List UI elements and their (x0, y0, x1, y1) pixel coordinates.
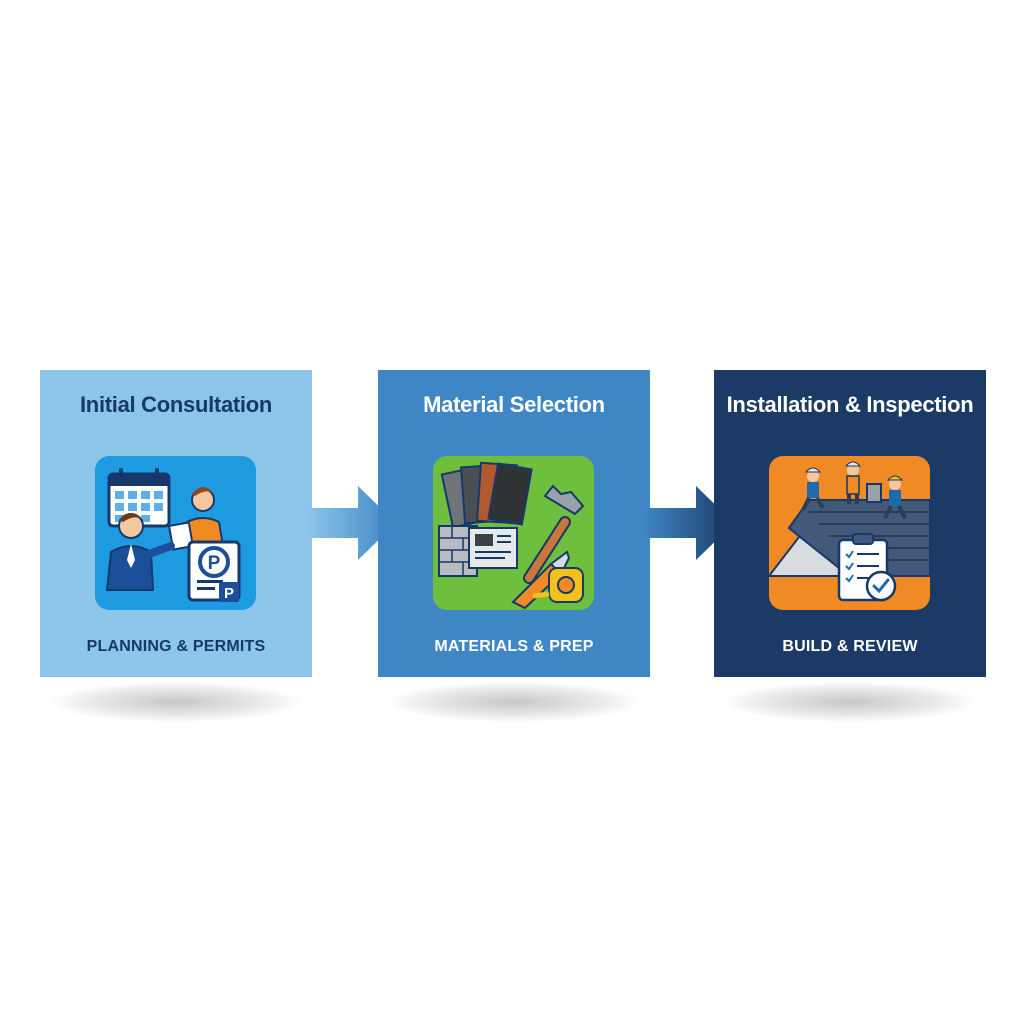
step-panel-installation: Installation & Inspection (714, 370, 986, 677)
roofer-worker-icon (844, 461, 862, 504)
flow-arrow-right-icon (306, 486, 396, 560)
step-title: Installation & Inspection (726, 392, 974, 417)
roof-installation-illustration (769, 456, 930, 610)
roofer-worker-icon (883, 475, 907, 519)
svg-text:P: P (208, 553, 221, 574)
inspection-clipboard-icon (837, 533, 897, 602)
client-person-icon (105, 513, 175, 591)
step-caption: MATERIALS & PREP (434, 638, 594, 655)
materials-tools-illustration (433, 456, 594, 610)
panel-shadow (51, 682, 301, 722)
step-caption: BUILD & REVIEW (782, 638, 918, 655)
consultation-illustration: P P (95, 456, 256, 610)
tape-measure-icon (532, 567, 584, 603)
svg-text:P: P (224, 585, 234, 602)
step-title: Initial Consultation (80, 392, 272, 417)
step-title: Material Selection (423, 392, 605, 417)
material-swatches-icon (440, 461, 533, 529)
step-panel-materials: Material Selection (378, 370, 650, 677)
roofer-worker-icon (801, 467, 825, 511)
consultant-person-icon (167, 487, 225, 551)
catalog-brochure-icon (468, 527, 518, 569)
step-caption: PLANNING & PERMITS (86, 638, 266, 655)
parking-permit-icon: P P (187, 540, 241, 602)
hammer-icon (523, 484, 585, 584)
calendar-icon (107, 468, 171, 528)
panel-shadow (725, 682, 975, 722)
panel-shadow (389, 682, 639, 722)
step-panel-consultation: Initial Consultation (40, 370, 312, 677)
flow-arrow-right-icon (644, 486, 734, 560)
